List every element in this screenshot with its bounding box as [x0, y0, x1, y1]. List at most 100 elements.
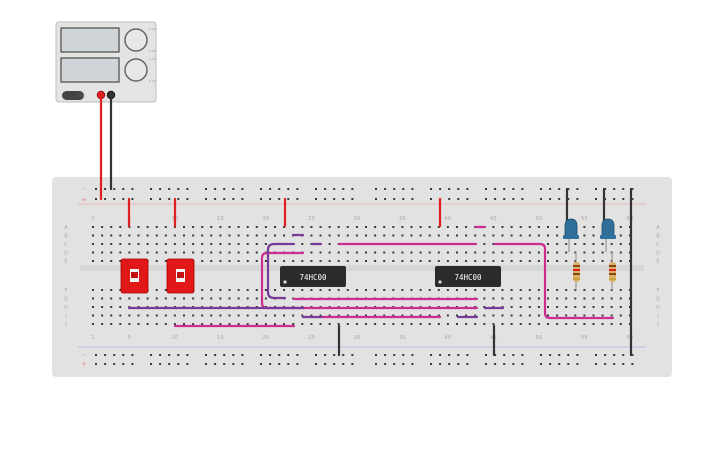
breadboard-hole[interactable] [101, 314, 104, 317]
breadboard-hole[interactable] [328, 260, 331, 262]
breadboard-hole[interactable] [237, 243, 240, 245]
breadboard-hole[interactable] [237, 314, 240, 317]
breadboard-hole[interactable] [419, 289, 422, 291]
breadboard-hole[interactable] [92, 323, 94, 325]
breadboard-hole[interactable] [556, 226, 559, 228]
breadboard-hole[interactable] [501, 234, 504, 237]
breadboard-hole[interactable] [355, 226, 358, 228]
breadboard-hole[interactable] [392, 289, 395, 291]
rail-hole[interactable] [260, 198, 262, 200]
rail-hole[interactable] [122, 363, 125, 365]
breadboard-hole[interactable] [164, 226, 167, 228]
breadboard-hole[interactable] [201, 243, 204, 245]
rail-hole[interactable] [186, 363, 189, 365]
breadboard-hole[interactable] [365, 260, 367, 262]
breadboard-hole[interactable] [537, 260, 540, 262]
rail-hole[interactable] [95, 198, 97, 200]
rail-hole[interactable] [241, 198, 244, 200]
rail-hole[interactable] [113, 188, 116, 190]
breadboard-hole[interactable] [383, 289, 386, 291]
breadboard-hole[interactable] [374, 234, 377, 237]
breadboard-hole[interactable] [465, 323, 468, 325]
breadboard-hole[interactable] [110, 226, 113, 228]
breadboard-hole[interactable] [128, 251, 131, 254]
breadboard-hole[interactable] [346, 260, 349, 262]
breadboard-hole[interactable] [483, 306, 486, 308]
rail-hole[interactable] [485, 198, 487, 200]
breadboard-hole[interactable] [173, 314, 176, 317]
breadboard-hole[interactable] [383, 323, 386, 325]
breadboard-hole[interactable] [419, 314, 422, 317]
dip-switch-1[interactable] [120, 258, 149, 294]
breadboard-hole[interactable] [619, 234, 622, 237]
breadboard-hole[interactable] [510, 251, 513, 254]
rail-hole[interactable] [342, 188, 345, 190]
breadboard-hole[interactable] [619, 260, 622, 262]
rail-hole[interactable] [150, 354, 152, 356]
breadboard-hole[interactable] [173, 243, 176, 245]
rail-hole[interactable] [540, 198, 542, 200]
rail-hole[interactable] [351, 363, 354, 365]
breadboard-hole[interactable] [437, 251, 440, 254]
breadboard-hole[interactable] [492, 226, 495, 228]
rail-hole[interactable] [466, 198, 469, 200]
breadboard-hole[interactable] [528, 314, 531, 317]
breadboard-hole[interactable] [319, 226, 322, 228]
breadboard-hole[interactable] [274, 314, 276, 317]
rail-hole[interactable] [342, 354, 345, 356]
rail-hole[interactable] [622, 363, 625, 365]
breadboard-hole[interactable] [528, 297, 531, 300]
rail-hole[interactable] [503, 363, 506, 365]
breadboard-hole[interactable] [547, 314, 549, 317]
rail-hole[interactable] [631, 188, 634, 190]
breadboard-hole[interactable] [355, 260, 358, 262]
rail-hole[interactable] [402, 198, 405, 200]
breadboard-hole[interactable] [401, 314, 404, 317]
led-1[interactable] [563, 218, 579, 252]
breadboard-hole[interactable] [492, 260, 495, 262]
breadboard-hole[interactable] [337, 251, 340, 254]
breadboard-hole[interactable] [328, 289, 331, 291]
breadboard-hole[interactable] [310, 314, 313, 317]
breadboard-hole[interactable] [401, 251, 404, 254]
rail-hole[interactable] [205, 363, 207, 365]
breadboard-hole[interactable] [101, 297, 104, 300]
breadboard-hole[interactable] [456, 251, 458, 254]
breadboard-hole[interactable] [547, 226, 549, 228]
breadboard-hole[interactable] [583, 289, 586, 291]
breadboard-hole[interactable] [137, 323, 140, 325]
breadboard-hole[interactable] [519, 234, 522, 237]
breadboard-hole[interactable] [383, 260, 386, 262]
rail-hole[interactable] [260, 363, 262, 365]
breadboard-hole[interactable] [155, 226, 158, 228]
rail-hole[interactable] [342, 198, 345, 200]
breadboard-hole[interactable] [310, 323, 313, 325]
breadboard-hole[interactable] [110, 314, 113, 317]
breadboard-hole[interactable] [392, 251, 395, 254]
breadboard-hole[interactable] [456, 226, 458, 228]
breadboard-hole[interactable] [583, 234, 586, 237]
breadboard-hole[interactable] [619, 297, 622, 300]
breadboard-hole[interactable] [173, 251, 176, 254]
breadboard-hole[interactable] [319, 289, 322, 291]
breadboard-hole[interactable] [583, 314, 586, 317]
breadboard-hole[interactable] [465, 289, 468, 291]
breadboard-hole[interactable] [92, 297, 94, 300]
breadboard-hole[interactable] [365, 251, 367, 254]
breadboard-hole[interactable] [137, 297, 140, 300]
breadboard-hole[interactable] [510, 234, 513, 237]
breadboard-hole[interactable] [355, 251, 358, 254]
breadboard-hole[interactable] [328, 243, 331, 245]
rail-hole[interactable] [430, 354, 432, 356]
breadboard-hole[interactable] [601, 297, 604, 300]
breadboard-hole[interactable] [583, 306, 586, 308]
rail-hole[interactable] [558, 363, 561, 365]
breadboard-hole[interactable] [110, 323, 113, 325]
breadboard-hole[interactable] [192, 226, 195, 228]
breadboard-hole[interactable] [201, 297, 204, 300]
rail-hole[interactable] [521, 198, 524, 200]
breadboard-hole[interactable] [419, 323, 422, 325]
breadboard-hole[interactable] [355, 314, 358, 317]
breadboard-hole[interactable] [101, 323, 104, 325]
breadboard-hole[interactable] [528, 323, 531, 325]
